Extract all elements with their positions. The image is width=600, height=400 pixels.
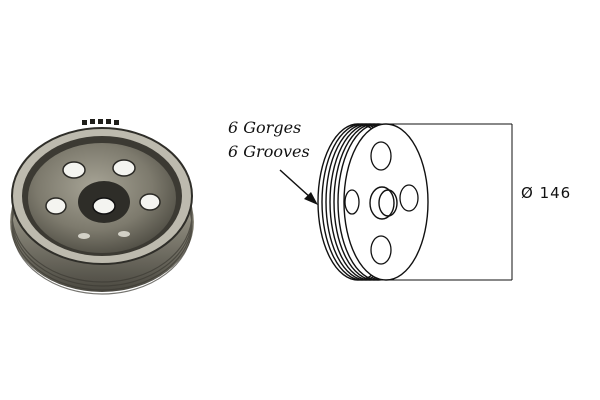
pulley-photo-markings [82,119,119,125]
pulley-drawing [317,123,513,281]
pulley-photo-bore [92,197,116,215]
grooves-label-french: 6 Gorges [228,118,302,137]
pulley-photo-slots [78,231,130,239]
pulley-drawing-holes [344,141,419,265]
pulley-drawing-hub [369,186,398,220]
diameter-dimension-lines [380,123,513,281]
pulley-photo-holes [45,159,161,215]
diameter-label: Ø 146 [521,184,572,202]
pulley-drawing-face [343,123,429,281]
grooves-label-english: 6 Grooves [228,142,310,161]
groove-arrow [279,169,318,205]
pulley-photo [10,119,194,295]
